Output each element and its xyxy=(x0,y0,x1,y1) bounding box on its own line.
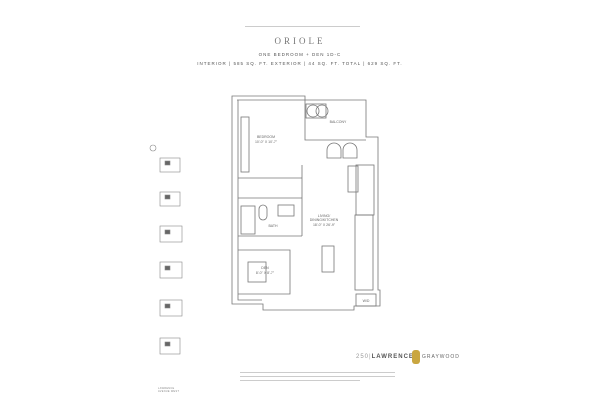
room-dim-den: 8'-0" X 8'-7" xyxy=(256,271,275,275)
room-label-bath: BATH xyxy=(268,224,278,228)
page-title: ORIOLE xyxy=(274,36,326,46)
room-label-living: LIVING/ xyxy=(318,214,330,218)
room-label-balcony: BALCONY xyxy=(330,120,347,124)
room-label-dining-kitchen: DINING/KITCHEN xyxy=(310,218,339,222)
room-label-den: DEN xyxy=(261,266,269,270)
developer-logo-icon xyxy=(412,350,420,364)
room-dim-living: 18'-0" X 26'-9" xyxy=(313,223,336,227)
compass-icon xyxy=(149,144,157,152)
key-plans xyxy=(149,144,183,355)
room-label-wd: W/D xyxy=(363,299,370,303)
project-logo: 250|LAWRENCE xyxy=(356,354,414,360)
room-label-bedroom: BEDROOM xyxy=(257,135,275,139)
unit-type: ONE BEDROOM + DEN 1D-C xyxy=(258,52,342,57)
fine-print xyxy=(240,376,395,377)
unit-areas: INTERIOR | 585 SQ. FT. EXTERIOR | 44 SQ.… xyxy=(197,61,403,66)
developer-logo: GRAYWOOD xyxy=(422,354,460,360)
keyplan-street-label: LAWRENCE AVENUE WEST xyxy=(158,387,180,393)
title-rule xyxy=(245,26,360,27)
fine-print xyxy=(240,372,395,373)
fine-print xyxy=(240,380,360,381)
room-dim-bedroom: 10'-0" X 10'-7" xyxy=(255,140,278,144)
